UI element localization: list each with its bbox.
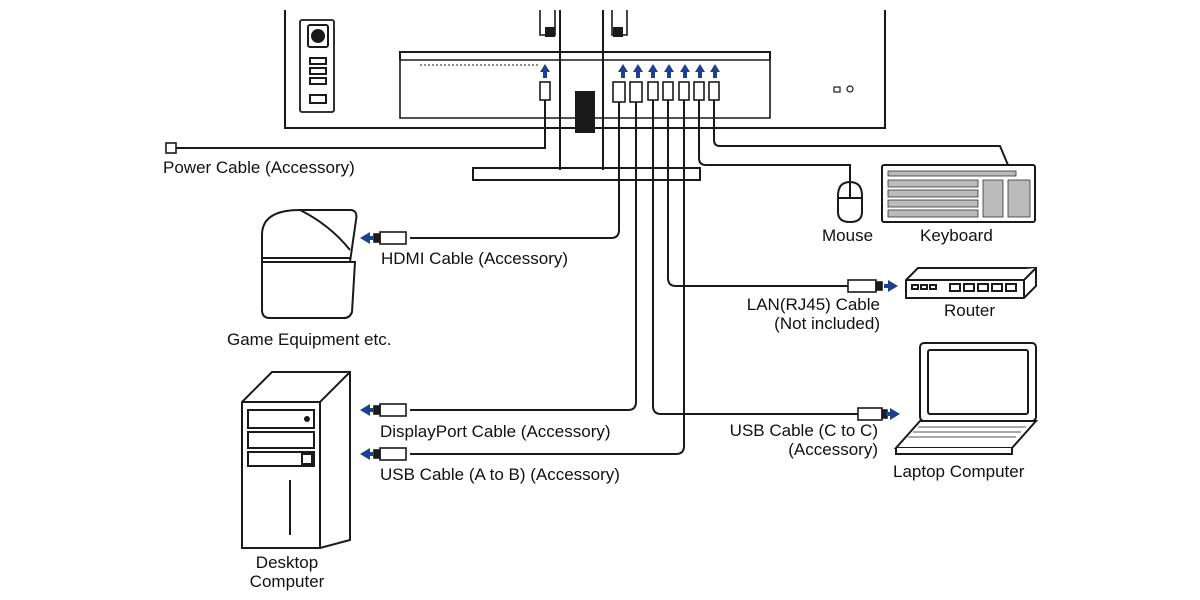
- lan-cable-label: LAN(RJ45) Cable (Not included): [728, 295, 880, 333]
- usb-cc-label-line2: (Accessory): [788, 440, 878, 459]
- desktop-label-line2: Computer: [249, 572, 325, 591]
- cables: [175, 100, 1009, 455]
- usb-ab-cable: [410, 100, 685, 455]
- power-cable-label: Power Cable (Accessory): [163, 158, 355, 177]
- monitor-connectors: [539, 81, 720, 103]
- hdmi-cable: [410, 102, 620, 239]
- lan-label-line2: (Not included): [774, 314, 880, 333]
- mouse-cable: [698, 100, 851, 183]
- direction-arrows: [360, 232, 900, 460]
- displayport-cable: [410, 102, 637, 411]
- router-label: Router: [944, 301, 996, 320]
- port-arrows: [540, 64, 720, 78]
- desktop-computer-icon: [241, 371, 351, 549]
- usb-cc-cable-label: USB Cable (C to C) (Accessory): [716, 421, 878, 459]
- keyboard-icon: [881, 164, 1036, 223]
- usb-cc-label-line1: USB Cable (C to C): [729, 421, 878, 440]
- hdmi-cable-label: HDMI Cable (Accessory): [381, 249, 569, 268]
- keyboard-label: Keyboard: [920, 226, 993, 245]
- keyboard-cable: [713, 100, 1009, 166]
- desktop-computer-label: Desktop Computer: [250, 553, 325, 591]
- lan-label-line1: LAN(RJ45) Cable: [746, 295, 880, 314]
- lan-cable: [667, 100, 848, 287]
- usb-ab-cable-label: USB Cable (A to B) (Accessory): [380, 465, 620, 484]
- mouse-label: Mouse: [822, 226, 874, 245]
- cable-ends: [165, 142, 888, 461]
- power-cable: [175, 100, 546, 149]
- usb-c-cable: [652, 100, 858, 415]
- laptop-computer-label: Laptop Computer: [893, 462, 1025, 481]
- monitor: [284, 10, 886, 181]
- displayport-cable-label: DisplayPort Cable (Accessory): [380, 422, 611, 441]
- router-icon: [905, 267, 1037, 299]
- game-equipment-label: Game Equipment etc.: [227, 330, 392, 349]
- game-equipment-icon: [261, 209, 358, 319]
- mouse-icon: [837, 180, 863, 224]
- desktop-label-line1: Desktop: [255, 553, 319, 572]
- laptop-icon: [893, 342, 1039, 455]
